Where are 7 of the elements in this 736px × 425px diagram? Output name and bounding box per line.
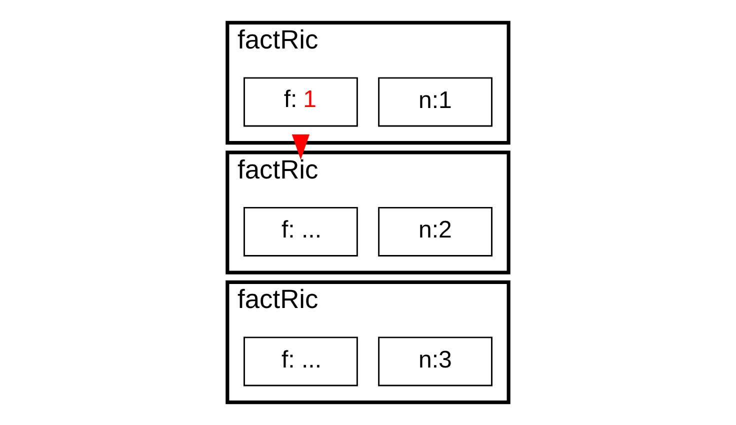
- node-box: n:1: [378, 77, 492, 127]
- node-box: f: ...: [244, 206, 358, 256]
- arrow: [292, 134, 310, 160]
- node-box: n:2: [378, 206, 492, 256]
- node-box: f: ...: [244, 336, 358, 386]
- node-box: n:3: [378, 336, 492, 386]
- node-box: f: 1: [244, 77, 358, 127]
